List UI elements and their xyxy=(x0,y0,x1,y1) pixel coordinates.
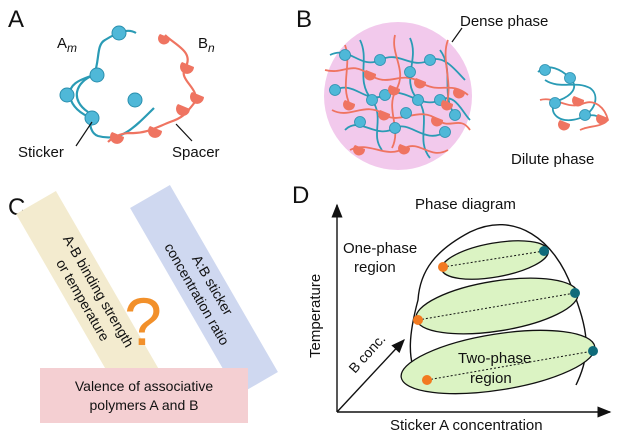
dense-phase-label: Dense phase xyxy=(460,13,548,30)
dense-teal-beads xyxy=(329,49,461,138)
sticker-bead-a2 xyxy=(89,67,105,83)
sticker-bead-a5 xyxy=(127,92,143,108)
binodal-point-left-middle xyxy=(413,315,423,325)
panel-a: A Am Bn Sticker Spacer xyxy=(8,6,220,161)
y-axis-label: Temperature xyxy=(307,274,324,358)
question-mark: ? xyxy=(124,284,162,360)
tie-line-top xyxy=(442,250,545,268)
sticker-bead-b6 xyxy=(110,132,124,144)
panel-b-letter: B xyxy=(296,6,312,33)
spacer-leader xyxy=(175,123,193,142)
sticker-bead-b5 xyxy=(148,126,162,138)
z-axis xyxy=(336,338,405,413)
sticker-leader xyxy=(75,121,93,147)
spacer-label: Spacer xyxy=(172,144,220,161)
polymer-b-label: Bn xyxy=(198,35,215,55)
panel-a-letter: A xyxy=(8,6,24,33)
one-phase-line1: One-phase xyxy=(343,240,417,257)
sticker-bead-a3 xyxy=(59,87,75,103)
x-axis-label: Sticker A concentration xyxy=(390,417,543,434)
binodal-point-right-bottom xyxy=(588,346,598,356)
two-phase-line1: Two-phase xyxy=(458,350,531,367)
tie-line-middle xyxy=(417,292,576,321)
sticker-bead-b1 xyxy=(158,34,171,45)
dilute-phase-label: Dilute phase xyxy=(511,151,594,168)
panel-b: B Dense phase xyxy=(296,6,609,170)
binodal-point-left-top xyxy=(438,262,448,272)
sticker-bead-a4 xyxy=(84,110,100,126)
phase-diagram-title: Phase diagram xyxy=(415,196,516,213)
panel-d-letter: D xyxy=(292,182,309,209)
two-phase-line2: region xyxy=(470,370,512,387)
sticker-label: Sticker xyxy=(18,144,64,161)
binodal-point-right-middle xyxy=(570,288,580,298)
polymer-b-chain xyxy=(107,34,197,143)
sticker-bead-b3 xyxy=(190,92,204,104)
sticker-bead-a1 xyxy=(111,25,127,41)
panel-c: C A-B binding strength or temperature A:… xyxy=(8,184,278,423)
sticker-bead-b2 xyxy=(180,62,194,74)
tie-line-bottom xyxy=(426,350,594,381)
dense-phase-leader xyxy=(451,27,463,43)
dilute-salmon-chain xyxy=(539,98,609,131)
bottom-box-line2: polymers A and B xyxy=(90,397,199,413)
polymer-a-label: Am xyxy=(57,35,77,55)
z-axis-label: B conc. xyxy=(345,331,388,376)
sticker-bead-b4 xyxy=(176,104,190,116)
bottom-box-line1: Valence of associative xyxy=(75,378,213,394)
polymer-a-chain xyxy=(68,29,155,139)
one-phase-line2: region xyxy=(354,259,396,276)
panel-d: D Phase diagram Temperature Sticker A co… xyxy=(292,182,612,434)
bottom-box xyxy=(40,368,248,423)
dilute-beads xyxy=(539,64,609,131)
dense-salmon-beads xyxy=(343,70,466,156)
binodal-point-left-bottom xyxy=(422,375,432,385)
binodal-point-right-top xyxy=(539,246,549,256)
